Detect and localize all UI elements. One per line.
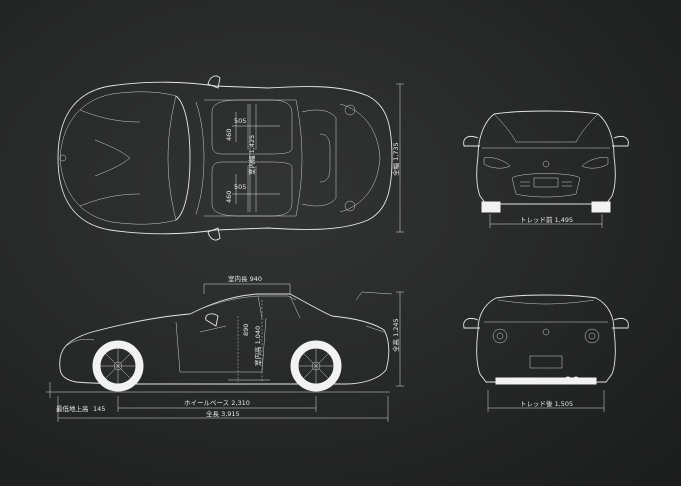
top-view bbox=[57, 75, 404, 241]
front-view bbox=[463, 110, 629, 228]
top-view-labels: 505 505 460 460 室内幅 1,425 全幅 1,735 bbox=[225, 117, 400, 203]
interior-length-label: 室内長 940 bbox=[228, 274, 262, 283]
seat-height-label: 890 bbox=[242, 324, 250, 336]
overall-length-label: 全長 3,915 bbox=[206, 409, 240, 418]
tread-rear-label: トレッド後 1,505 bbox=[520, 399, 573, 408]
overall-width-label: 全幅 1,735 bbox=[391, 142, 400, 176]
seat-width-rear: 505 bbox=[234, 183, 246, 191]
seat-depth-front: 460 bbox=[225, 129, 233, 141]
side-view-labels: 室内長 940 室内高 1,040 890 全高 1,245 最低地上高 145… bbox=[56, 274, 400, 418]
wheelbase-label: ホイールベース 2,310 bbox=[184, 399, 250, 407]
tread-front-label: トレッド前 1,495 bbox=[520, 215, 573, 224]
overall-height-label: 全高 1,245 bbox=[391, 318, 400, 352]
interior-width-label: 室内幅 1,425 bbox=[247, 135, 256, 175]
seat-width-front: 505 bbox=[234, 117, 246, 125]
interior-height-label: 室内高 1,040 bbox=[253, 326, 262, 366]
side-view bbox=[46, 283, 404, 422]
ground-clearance-value: 145 bbox=[93, 405, 105, 413]
ground-clearance-label: 最低地上高 bbox=[56, 404, 89, 413]
rear-view bbox=[463, 294, 629, 412]
seat-depth-rear: 460 bbox=[225, 191, 233, 203]
